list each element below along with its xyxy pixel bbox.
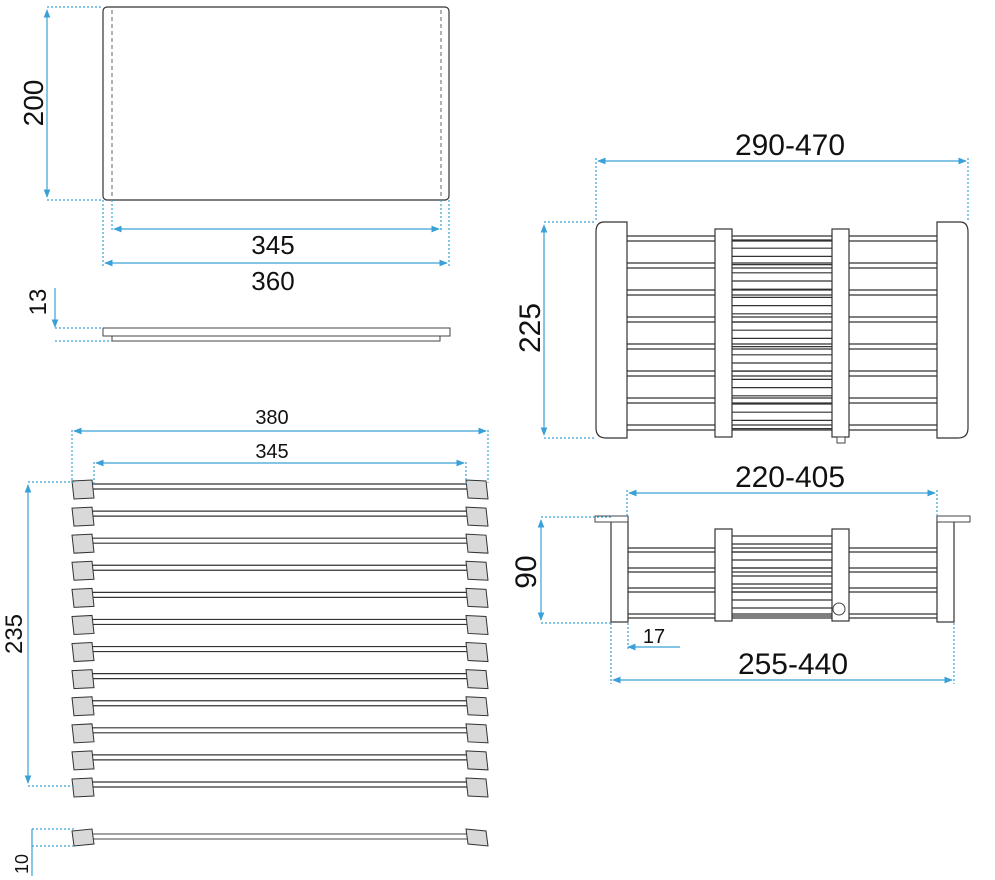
cutting-board-top-view: 200 345 360 — [18, 6, 450, 296]
mat-thickness-label: 10 — [12, 854, 32, 874]
basket-side-view: 220-405 90 17 255-440 — [510, 461, 971, 684]
mat-cap-segment-right — [465, 479, 489, 500]
mat-side-rod — [91, 833, 469, 840]
board-side-bottom — [111, 335, 441, 342]
basket-inner-range-label: 220-405 — [735, 461, 845, 494]
mat-rails — [92, 483, 468, 788]
mat-cap-segment-right — [465, 696, 489, 717]
basket-lip-label: 17 — [643, 626, 665, 648]
mat-cap-segment-left — [71, 669, 95, 690]
basket-top-clamp-left — [714, 228, 733, 438]
basket-side-lip-left — [594, 515, 629, 523]
mat-cap-segment-left — [71, 696, 95, 717]
mat-cap-segment-left — [71, 642, 95, 663]
mat-cap-segment-left — [71, 614, 95, 635]
mat-cap-segment-right — [465, 533, 489, 554]
basket-top-view: 290-470 225 — [514, 129, 969, 444]
basket-side-clamp-right — [831, 528, 850, 622]
basket-top-end-right — [936, 221, 969, 439]
basket-width-range-label: 290-470 — [735, 129, 845, 162]
mat-outer-width-label: 380 — [255, 407, 288, 429]
mat-side-cap-right — [465, 828, 489, 847]
board-height-label: 200 — [18, 80, 49, 127]
mat-cap-segment-right — [465, 642, 489, 663]
mat-cap-segment-left — [71, 560, 95, 581]
board-outer-width-label: 360 — [251, 266, 294, 296]
mat-cap-segment-right — [465, 506, 489, 527]
board-outline — [102, 6, 450, 201]
mat-cap-segment-right — [465, 560, 489, 581]
basket-top-clamp-right — [831, 228, 850, 438]
basket-top-end-left — [595, 221, 628, 439]
mat-cap-segment-right — [465, 614, 489, 635]
mat-cap-segment-left — [71, 777, 95, 798]
board-thickness-label: 13 — [25, 289, 52, 316]
mat-cap-segment-right — [465, 750, 489, 771]
basket-side-clamp-left — [714, 528, 733, 622]
mat-cap-segment-left — [71, 533, 95, 554]
mat-cap-segment-right — [465, 777, 489, 798]
mat-side-cap-left — [71, 828, 95, 847]
basket-top-knob — [836, 436, 846, 444]
basket-depth-label: 225 — [514, 303, 547, 353]
basket-outer-range-label: 255-440 — [738, 648, 848, 681]
board-side-top — [102, 327, 451, 337]
roll-mat-side-view: 10 — [12, 828, 489, 876]
mat-cap-segment-left — [71, 750, 95, 771]
cutting-board-side-view: 13 — [25, 288, 451, 342]
basket-side-end-right — [936, 516, 955, 623]
basket-side-lip-right — [936, 515, 971, 523]
basket-side-knob — [832, 602, 846, 616]
mat-cap-segment-right — [465, 723, 489, 744]
roll-mat-top-view: 380 345 235 — [1, 407, 489, 798]
board-inner-width-label: 345 — [251, 230, 294, 260]
mat-length-label: 235 — [1, 614, 28, 654]
basket-top-rails — [627, 235, 937, 431]
mat-cap-segment-left — [71, 587, 95, 608]
basket-side-end-left — [610, 516, 629, 623]
basket-height-label: 90 — [510, 555, 543, 588]
mat-cap-segment-right — [465, 669, 489, 690]
mat-inner-width-label: 345 — [255, 441, 288, 463]
mat-cap-segment-right — [465, 587, 489, 608]
mat-cap-segment-left — [71, 506, 95, 527]
mat-cap-segment-left — [71, 479, 95, 500]
basket-side-rails — [628, 535, 937, 619]
mat-cap-segment-left — [71, 723, 95, 744]
mat-end-caps — [71, 479, 489, 798]
